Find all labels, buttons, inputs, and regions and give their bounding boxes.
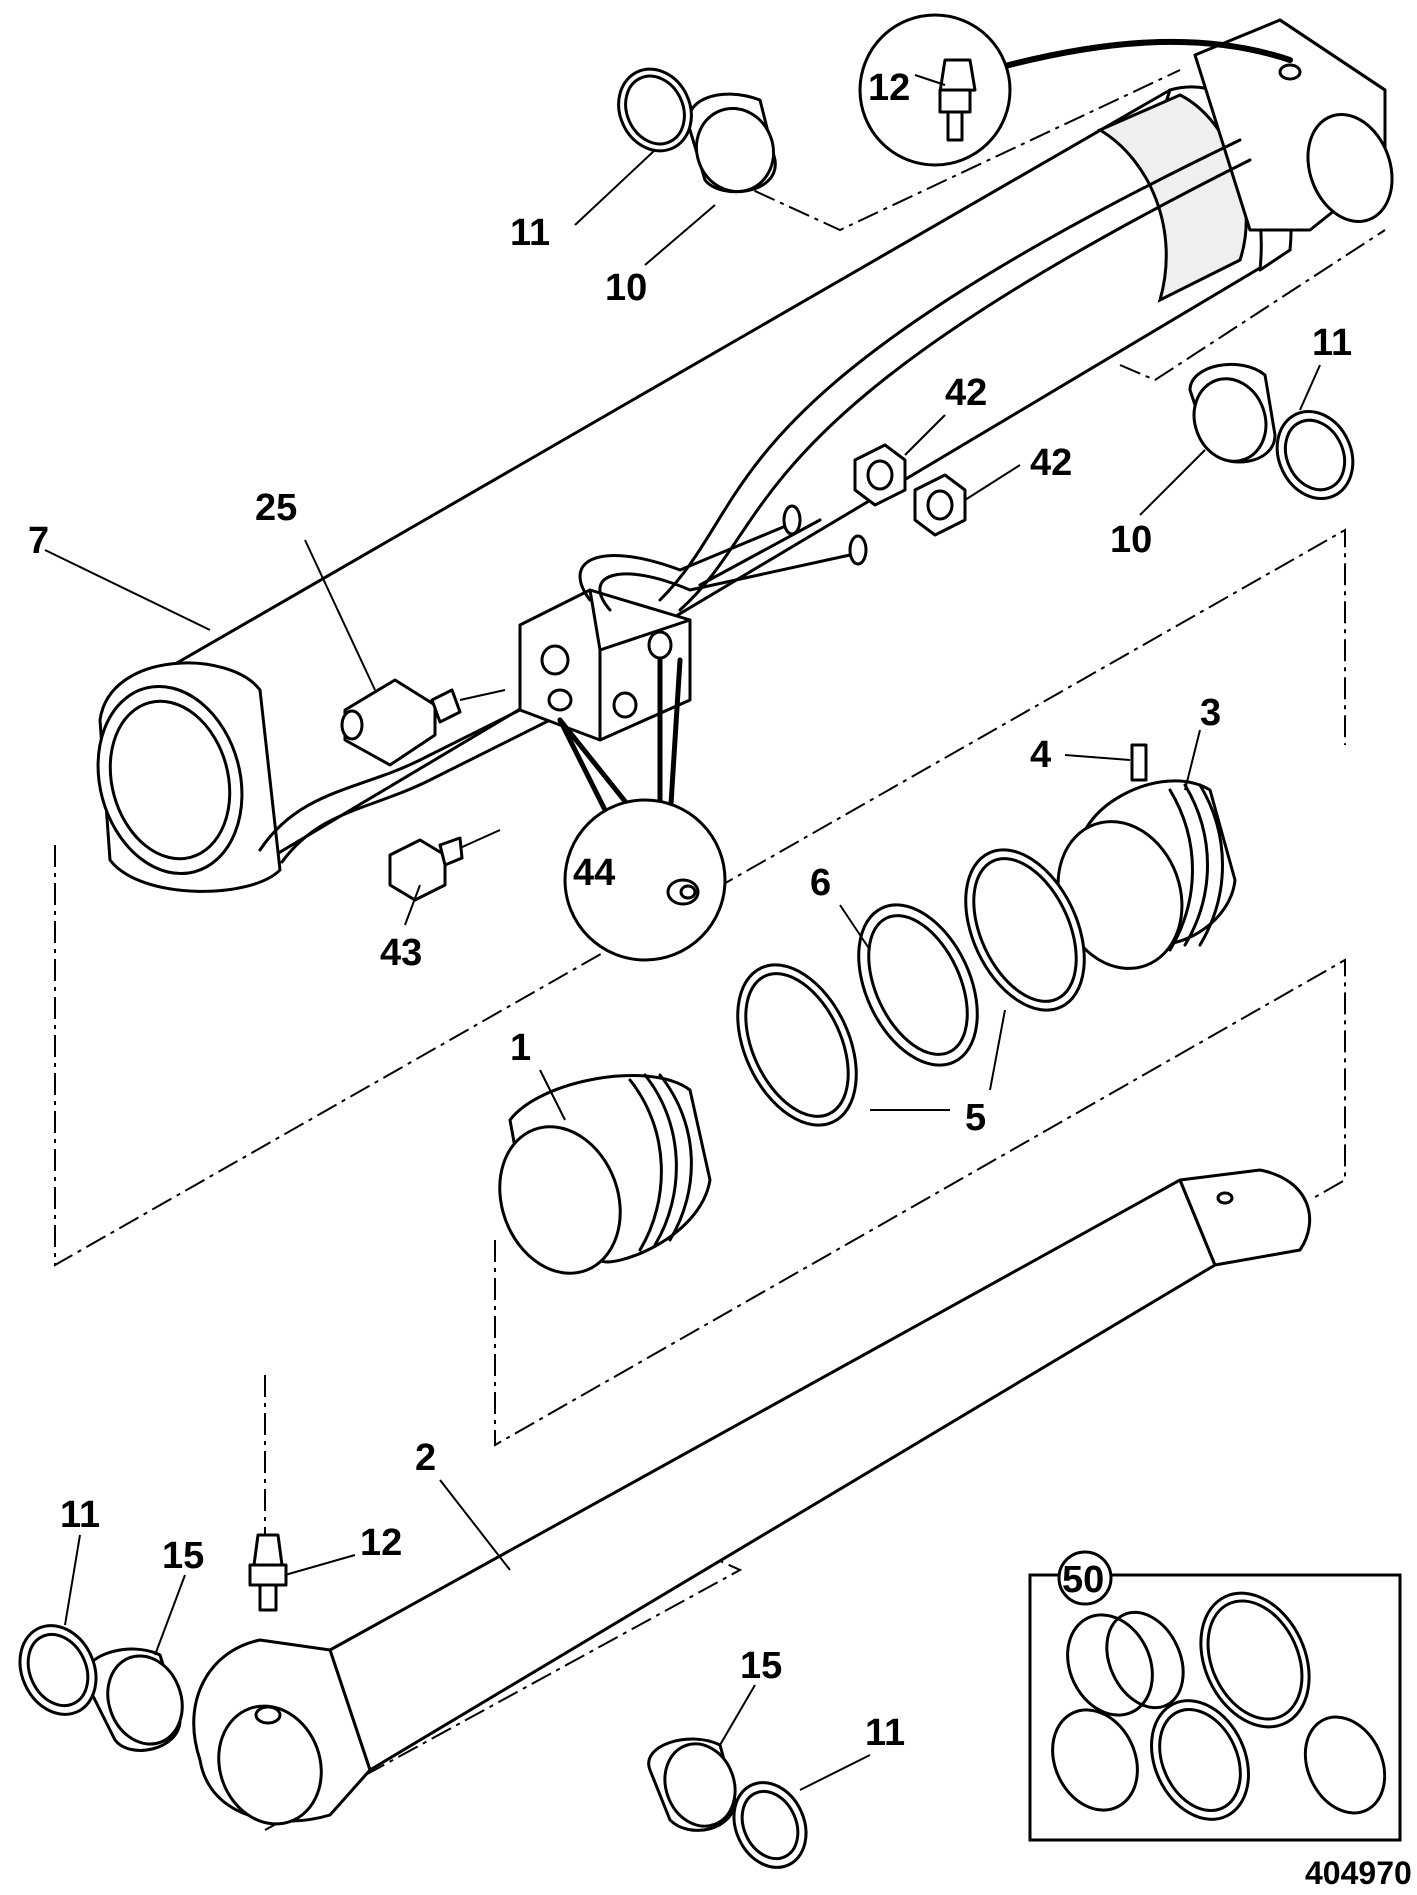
- callout-11-right: 11: [1312, 322, 1352, 364]
- piston-3: [1056, 743, 1237, 970]
- callout-15-bottom-left: 15: [162, 1535, 204, 1577]
- callout-11-bottom-left: 11: [60, 1494, 100, 1536]
- bushing-15-right: [647, 1737, 737, 1832]
- callout-5: 5: [965, 1097, 986, 1139]
- callout-42-lower: 42: [1030, 442, 1072, 484]
- callout-11-bottom-right: 11: [865, 1712, 905, 1754]
- callout-10-right: 10: [1110, 519, 1152, 561]
- seal-rings-5-6: [736, 848, 1086, 1127]
- plug-43: [388, 829, 501, 902]
- ring-11-top: [617, 67, 693, 153]
- callout-42-upper: 42: [945, 372, 987, 414]
- callout-12-top: 12: [868, 67, 910, 109]
- callout-6: 6: [810, 862, 831, 904]
- manifold-block: [518, 504, 868, 742]
- fitting-25: [340, 678, 506, 767]
- callout-1: 1: [510, 1027, 531, 1069]
- callout-25: 25: [255, 487, 297, 529]
- callout-labels: 7 25 43 44 42 42 10 11 12 10 11 3 4 6 5 …: [28, 67, 1412, 1891]
- callout-4: 4: [1030, 734, 1051, 776]
- ring-11-right: [1275, 409, 1355, 501]
- seal-kit-box: [1028, 1550, 1402, 1842]
- callout-15-bottom-right: 15: [740, 1645, 782, 1687]
- cylinder-barrel: [96, 18, 1394, 893]
- gland-1: [498, 1073, 712, 1275]
- callout-44: 44: [573, 852, 615, 894]
- callout-11-top: 11: [510, 212, 550, 254]
- callout-10-top: 10: [605, 267, 647, 309]
- callout-3: 3: [1200, 692, 1221, 734]
- nuts-42: [853, 443, 967, 537]
- bushing-10-right: [1188, 362, 1277, 464]
- callout-50: 50: [1062, 1559, 1104, 1601]
- callout-43: 43: [380, 932, 422, 974]
- detail-circle-12-top: [858, 13, 1293, 167]
- grease-nipple-12-bottom: [248, 1533, 288, 1612]
- ring-11-bottom-right: [732, 1781, 808, 1869]
- bushing-15-left: [83, 1647, 184, 1752]
- bushing-10-top: [686, 92, 777, 194]
- detail-circle-44: [557, 657, 727, 962]
- callout-12-bottom: 12: [360, 1522, 402, 1564]
- leader-lines: [44, 74, 1321, 1791]
- ring-11-left: [18, 1624, 98, 1716]
- drawing-reference-number: 404970: [1305, 1855, 1412, 1891]
- callout-2: 2: [415, 1437, 436, 1479]
- piston-rod-2: [192, 1168, 1312, 1826]
- callout-7: 7: [28, 520, 49, 562]
